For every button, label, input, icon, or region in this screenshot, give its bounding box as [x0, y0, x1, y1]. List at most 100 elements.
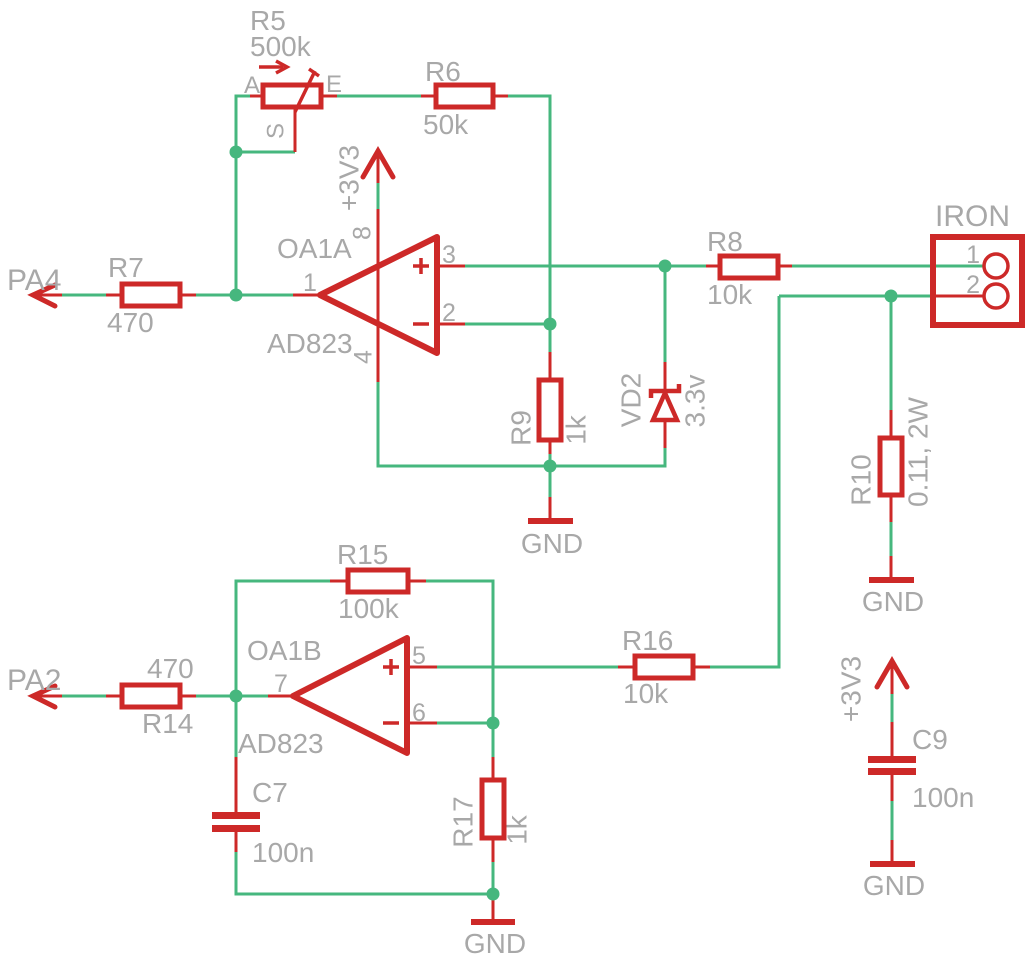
r5-terminal-s: S	[262, 123, 289, 139]
port-pa4: PA4	[7, 264, 62, 309]
resistor-body	[632, 653, 696, 681]
r17-refdes: R17	[447, 796, 478, 847]
oa1a-pin-1: 1	[303, 269, 317, 297]
oa1a-pin-4: 4	[350, 350, 378, 364]
resistor-body	[119, 682, 183, 710]
gnd-symbol-r9: GND	[521, 518, 583, 559]
v33-arrow-icon	[360, 145, 396, 180]
resistor-body	[345, 567, 411, 595]
oa1a-part: AD823	[267, 328, 353, 359]
trim-arrow-icon	[275, 59, 291, 75]
v33-label: +3V3	[333, 145, 364, 211]
resistor-r9: R9 1k	[505, 377, 591, 446]
iron-name: IRON	[935, 200, 1010, 233]
r17-value: 1k	[501, 814, 532, 845]
resistor-r5: R5 500k A E S	[244, 5, 342, 139]
cap-plate	[868, 756, 916, 763]
r10-refdes: R10	[845, 454, 876, 505]
vd2-value: 3.3v	[679, 375, 710, 428]
r16-value: 10k	[623, 678, 669, 709]
capacitor-c9: C9 100n	[868, 724, 974, 813]
resistor-body	[119, 281, 183, 309]
r15-refdes: R15	[337, 539, 388, 570]
resistor-r6: R6 50k	[423, 56, 496, 140]
r6-value: 50k	[423, 109, 469, 140]
wire-segment	[508, 94, 552, 324]
cap-plate	[868, 768, 916, 775]
r9-refdes: R9	[505, 410, 536, 446]
oa1b-pin-6: 6	[412, 699, 426, 727]
junction-dot	[884, 289, 898, 303]
junction-dot	[658, 259, 672, 273]
junction-dot	[543, 317, 557, 331]
junction-dot	[229, 689, 243, 703]
wire-segment	[376, 382, 550, 468]
wire-segment	[234, 94, 250, 295]
wiper-diagonal	[293, 70, 317, 113]
resistor-body	[717, 253, 781, 281]
gnd-label: GND	[464, 928, 526, 959]
resistor-r10: R10 0.11, 2W	[845, 396, 933, 507]
resistor-body	[433, 82, 496, 110]
resistor-r15: R15 100k	[337, 539, 411, 624]
c9-value: 100n	[912, 782, 974, 813]
resistor-r14: 470 R14	[119, 653, 194, 739]
r5-terminal-a: A	[244, 72, 260, 99]
resistor-body	[260, 82, 324, 110]
pin-leads	[106, 94, 984, 921]
gnd-label: GND	[521, 528, 583, 559]
opamp-oa1b: OA1B AD823 7 5 6	[238, 635, 426, 759]
gnd-symbol-r10: GND	[862, 577, 924, 617]
oa1a-name: OA1A	[277, 233, 352, 264]
connector-pin-circle	[982, 282, 1010, 310]
port-pa2: PA2	[7, 664, 62, 710]
gnd-symbol-r17: GND	[464, 919, 526, 959]
opamp-triangle	[290, 635, 410, 756]
resistor-r7: R7 470	[107, 252, 183, 338]
r6-refdes: R6	[425, 56, 461, 87]
oa1a-pin-2: 2	[442, 299, 456, 327]
wire-segment	[234, 852, 493, 896]
iron-pin-2: 2	[966, 271, 980, 299]
r7-value: 470	[107, 307, 154, 338]
junction-dot	[486, 716, 500, 730]
power-v33-c9: +3V3	[835, 656, 910, 722]
r5-value: 500k	[250, 31, 312, 62]
v33-label: +3V3	[835, 656, 866, 722]
r7-refdes: R7	[108, 252, 144, 283]
resistor-r8: R8 10k	[707, 226, 781, 310]
cap-plate	[212, 825, 260, 832]
connector-iron: IRON 1 2	[930, 200, 1025, 328]
r5-terminal-e: E	[326, 71, 342, 98]
oa1b-pin-7: 7	[274, 670, 288, 698]
gnd-label: GND	[863, 870, 925, 901]
capacitor-c7: C7 100n	[212, 777, 314, 868]
wiper-tick	[307, 67, 321, 78]
cap-plate	[212, 812, 260, 819]
pa2-arrow-icon	[27, 683, 58, 710]
vd2-refdes: VD2	[615, 373, 646, 427]
r8-refdes: R8	[707, 226, 743, 257]
pa4-label: PA4	[7, 264, 61, 297]
resistor-body	[479, 777, 507, 841]
pa4-arrow-icon	[27, 282, 58, 309]
gnd-label: GND	[862, 586, 924, 617]
r8-value: 10k	[707, 279, 753, 310]
oa1b-name: OA1B	[247, 635, 322, 666]
zener-diode-vd2: VD2 3.3v	[615, 373, 710, 428]
resistor-r17: R17 1k	[447, 777, 532, 848]
junction-dot	[229, 288, 243, 302]
wire-segment	[550, 448, 667, 468]
wire-segment	[426, 579, 495, 723]
resistor-r16: R16 10k	[622, 625, 696, 709]
net-wires	[62, 94, 984, 896]
r15-value: 100k	[338, 593, 400, 624]
c9-refdes: C9	[912, 724, 948, 755]
r14-refdes: R14	[142, 708, 193, 739]
r16-refdes: R16	[622, 625, 673, 656]
opamp-oa1a: OA1A AD823 1 3 2 8 4	[267, 226, 456, 364]
r9-value: 1k	[560, 414, 591, 445]
connector-box	[930, 234, 1025, 328]
r10-value: 0.11, 2W	[902, 396, 933, 507]
